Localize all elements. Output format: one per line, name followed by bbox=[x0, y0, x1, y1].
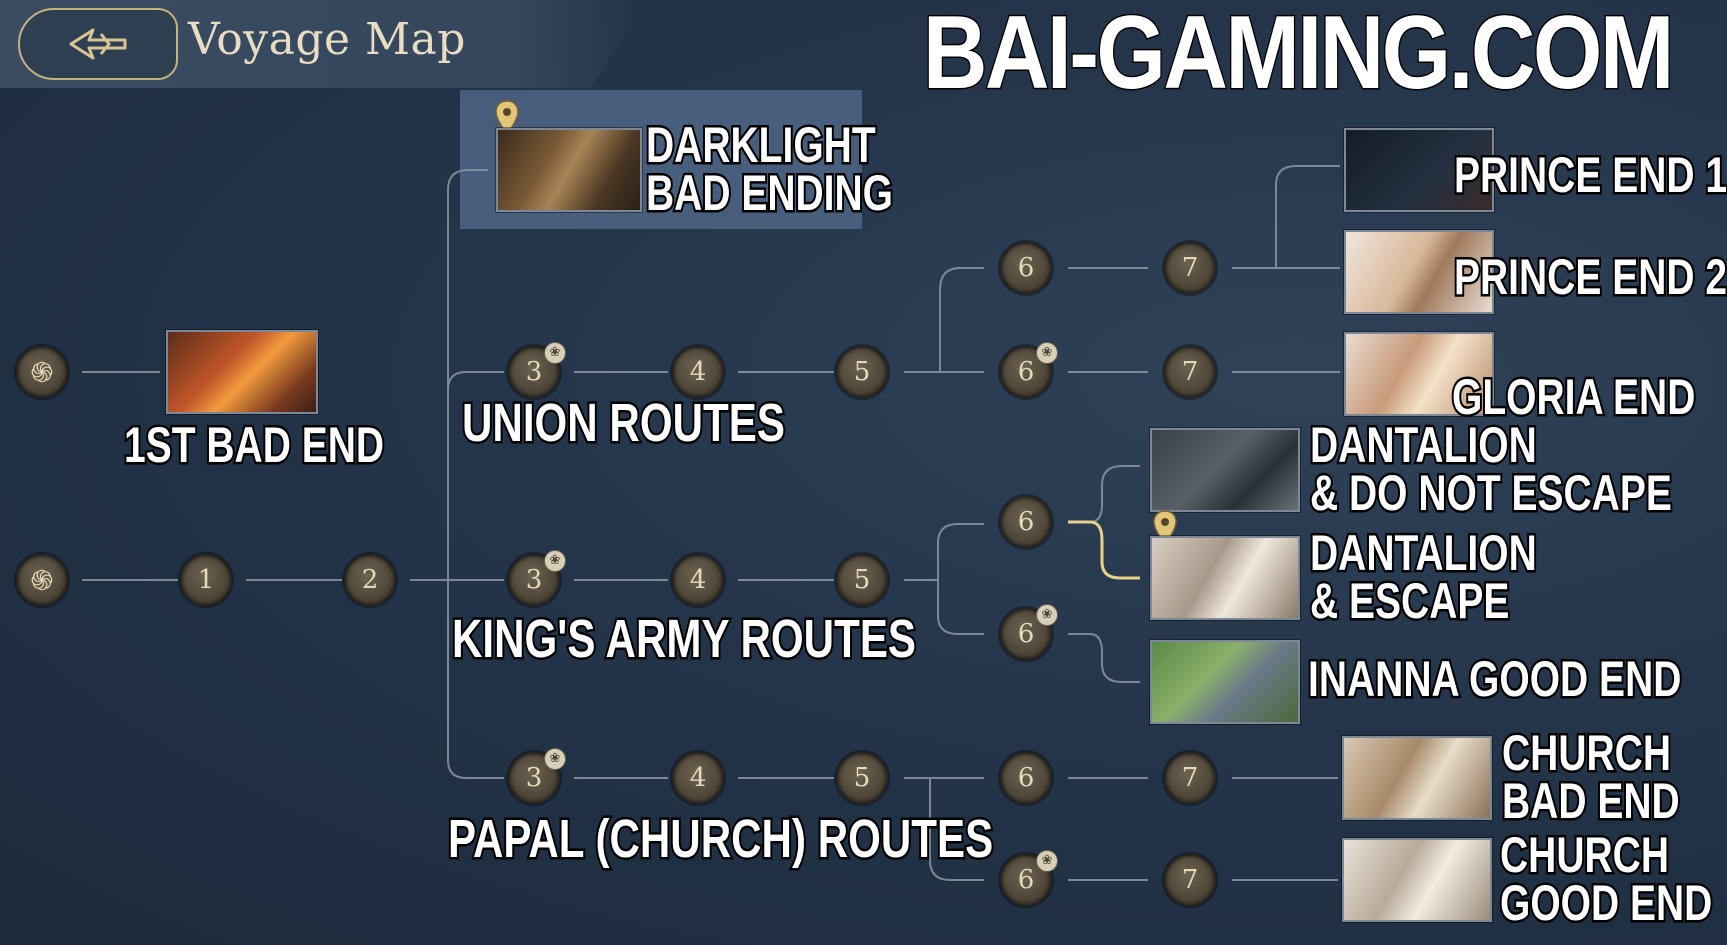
watermark-text: BAI-GAMING.COM bbox=[922, 0, 1676, 113]
papal-node-6b-label: 6 bbox=[1017, 865, 1035, 895]
church-bad-end-label: CHURCH BAD END bbox=[1500, 725, 1682, 829]
papal-node-7a[interactable]: 7 bbox=[1164, 752, 1216, 804]
paw-badge-icon: ❀ bbox=[1036, 604, 1058, 626]
papal-node-5[interactable]: 5 bbox=[836, 752, 888, 804]
papal-node-7b[interactable]: 7 bbox=[1164, 854, 1216, 906]
dantalion-no-line1: DANTALION bbox=[1308, 417, 1539, 473]
union-node-6b[interactable]: 6 ❀ bbox=[1000, 342, 1058, 398]
kings-army-routes-label: KING'S ARMY ROUTES bbox=[450, 609, 918, 669]
dantalion-escape-thumbnail[interactable] bbox=[1150, 536, 1300, 620]
kings-node-6a[interactable]: 6 bbox=[1000, 496, 1052, 548]
inanna-good-end-label: INANNA GOOD END bbox=[1306, 651, 1683, 707]
church-bad-line1: CHURCH bbox=[1500, 725, 1673, 781]
church-good-end-label: CHURCH GOOD END bbox=[1498, 827, 1714, 931]
kings-node-6b-label: 6 bbox=[1017, 619, 1035, 649]
dantalion-do-not-escape-label: DANTALION & DO NOT ESCAPE bbox=[1308, 417, 1674, 521]
papal-node-3-label: 3 bbox=[525, 763, 543, 793]
gloria-end-thumbnail[interactable] bbox=[1344, 332, 1494, 416]
dantalion-do-not-escape-thumbnail[interactable] bbox=[1150, 428, 1300, 512]
prince-end-1-label: PRINCE END 1 bbox=[1452, 147, 1727, 203]
papal-node-6b[interactable]: 6 ❀ bbox=[1000, 850, 1058, 906]
kings-node-3[interactable]: 3 ❀ bbox=[508, 550, 566, 606]
union-node-6b-label: 6 bbox=[1017, 357, 1035, 387]
start-swirl-icon: ֍ bbox=[30, 564, 54, 597]
dantalion-escape-label: DANTALION & ESCAPE bbox=[1308, 525, 1539, 629]
union-node-5[interactable]: 5 bbox=[836, 346, 888, 398]
papal-node-4[interactable]: 4 bbox=[672, 752, 724, 804]
church-bad-end-thumbnail[interactable] bbox=[1342, 736, 1492, 820]
darklight-line2: BAD ENDING bbox=[644, 164, 895, 221]
papal-node-6a[interactable]: 6 bbox=[1000, 752, 1052, 804]
back-arrow-icon bbox=[69, 28, 127, 60]
prince-end-2-label: PRINCE END 2 bbox=[1452, 249, 1727, 305]
inanna-good-end-thumbnail[interactable] bbox=[1150, 640, 1300, 724]
route-lines bbox=[82, 165, 1340, 881]
darklight-line1: DARKLIGHT bbox=[644, 117, 878, 173]
union-node-3-label: 3 bbox=[525, 357, 543, 387]
first-bad-end-label: 1ST BAD END bbox=[122, 417, 386, 473]
prince-end-1-thumbnail[interactable] bbox=[1344, 128, 1494, 212]
gloria-end-label: GLORIA END bbox=[1450, 369, 1697, 425]
node-2[interactable]: 2 bbox=[344, 554, 396, 606]
paw-badge-icon: ❀ bbox=[544, 342, 566, 364]
dantalion-no-line2: & DO NOT ESCAPE bbox=[1308, 464, 1674, 521]
union-node-4[interactable]: 4 bbox=[672, 346, 724, 398]
back-button[interactable] bbox=[18, 8, 178, 80]
papal-routes-label: PAPAL (CHURCH) ROUTES bbox=[446, 809, 995, 869]
paw-badge-icon: ❀ bbox=[1036, 850, 1058, 872]
church-good-line1: CHURCH bbox=[1498, 827, 1671, 883]
union-node-6a[interactable]: 6 bbox=[1000, 242, 1052, 294]
church-good-line2: GOOD END bbox=[1498, 874, 1714, 931]
prince-end-2-thumbnail[interactable] bbox=[1344, 230, 1494, 314]
church-bad-line2: BAD END bbox=[1500, 772, 1682, 829]
union-node-7a[interactable]: 7 bbox=[1164, 242, 1216, 294]
papal-node-3[interactable]: 3 ❀ bbox=[508, 748, 566, 804]
kings-node-4[interactable]: 4 bbox=[672, 554, 724, 606]
church-good-end-thumbnail[interactable] bbox=[1342, 838, 1492, 922]
paw-badge-icon: ❀ bbox=[544, 550, 566, 572]
kings-node-6b[interactable]: 6 ❀ bbox=[1000, 604, 1058, 660]
kings-node-3-label: 3 bbox=[525, 565, 543, 595]
union-routes-label: UNION ROUTES bbox=[460, 393, 787, 453]
dantalion-yes-line2: & ESCAPE bbox=[1308, 572, 1511, 629]
start-swirl-icon: ֍ bbox=[30, 356, 54, 389]
union-node-7b[interactable]: 7 bbox=[1164, 346, 1216, 398]
node-1[interactable]: 1 bbox=[180, 554, 232, 606]
union-node-3[interactable]: 3 ❀ bbox=[508, 342, 566, 398]
kings-node-5[interactable]: 5 bbox=[836, 554, 888, 606]
page-title: Voyage Map bbox=[188, 14, 466, 65]
paw-badge-icon: ❀ bbox=[544, 748, 566, 770]
start-node-top[interactable]: ֍ bbox=[16, 346, 68, 398]
darklight-bad-ending-thumbnail[interactable] bbox=[496, 128, 642, 212]
paw-badge-icon: ❀ bbox=[1036, 342, 1058, 364]
first-bad-end-thumbnail[interactable] bbox=[166, 330, 318, 414]
dantalion-yes-line1: DANTALION bbox=[1308, 525, 1539, 581]
darklight-bad-ending-label: DARKLIGHT BAD ENDING bbox=[644, 117, 895, 221]
start-node-main[interactable]: ֍ bbox=[16, 554, 68, 606]
